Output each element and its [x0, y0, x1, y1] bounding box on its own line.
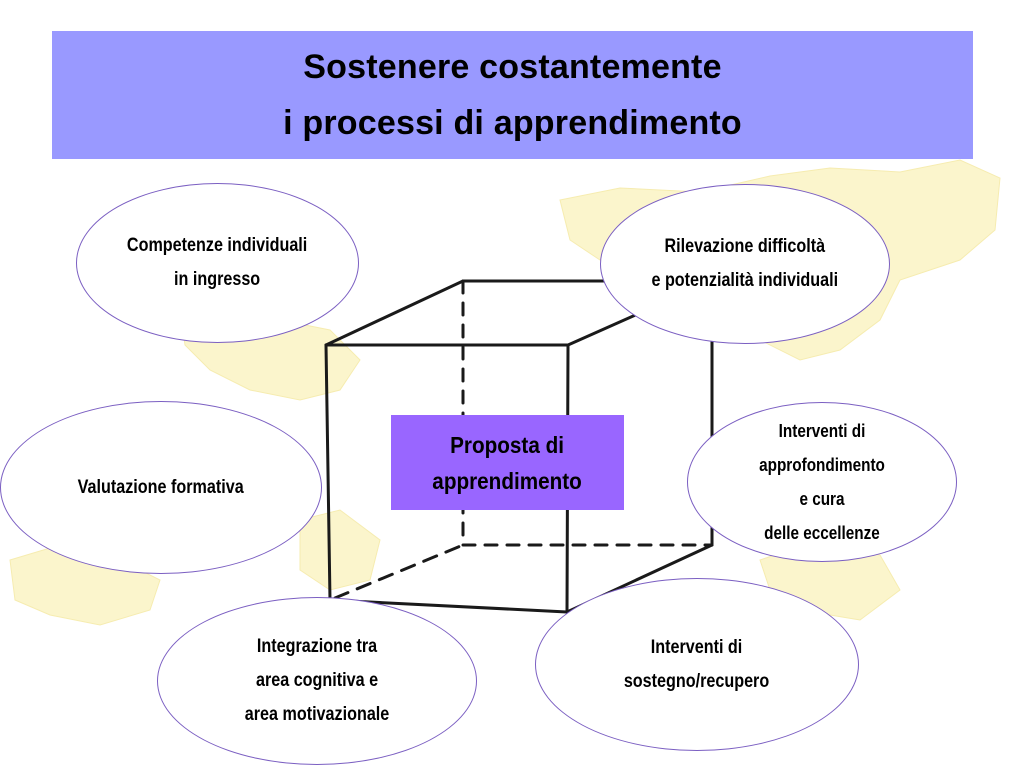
cube-front-left-edge: [324, 343, 332, 602]
title-line-2: i processi di apprendimento: [283, 104, 742, 142]
bubble-rilevazione-label: Rilevazione difficoltà e potenzialità in…: [651, 236, 839, 291]
bubble-competenze-label: Competenze individuali in ingresso: [127, 235, 308, 290]
bubble-sostegno: Interventi di sostegno/recupero: [535, 578, 859, 751]
bubble-integrazione: Integrazione tra area cognitiva e area m…: [157, 597, 477, 765]
bubble-competenze: Competenze individuali in ingresso: [76, 183, 359, 343]
bubble-approfondimento: Interventi di approfondimento e cura del…: [687, 402, 957, 562]
title-line-1: Sostenere costantemente: [303, 48, 722, 86]
bubble-approfondimento-label: Interventi di approfondimento e cura del…: [759, 421, 885, 543]
center-proposal-label: Proposta di apprendimento: [432, 431, 583, 494]
bubble-rilevazione: Rilevazione difficoltà e potenzialità in…: [600, 184, 890, 344]
center-proposal-box: Proposta di apprendimento: [391, 415, 624, 510]
cube-connect-bottom-left: [333, 543, 465, 600]
title-banner: Sostenere costantemente i processi di ap…: [52, 31, 973, 159]
bubble-integrazione-label: Integrazione tra area cognitiva e area m…: [244, 636, 390, 725]
bubble-sostegno-label: Interventi di sostegno/recupero: [624, 636, 770, 692]
cube-connect-top-left: [324, 279, 465, 347]
bubble-valutazione-label: Valutazione formativa: [77, 476, 245, 498]
bubble-valutazione: Valutazione formativa: [0, 401, 322, 574]
